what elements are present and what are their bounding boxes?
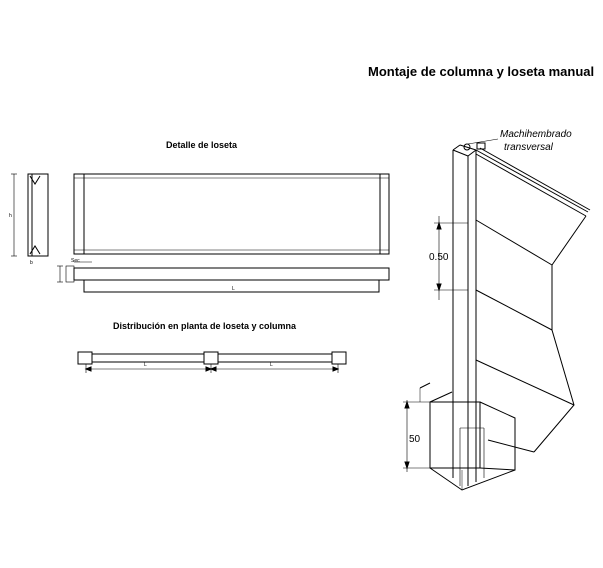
detail-title: Detalle de loseta — [166, 140, 238, 150]
main-title: Montaje de columna y loseta manual — [368, 64, 594, 79]
plan-distribution: L L — [77, 351, 347, 373]
spacing-dimension — [434, 216, 468, 300]
side-h-label: h — [9, 213, 12, 219]
span-label-1: L — [144, 362, 147, 368]
slab-side-section: h b — [9, 173, 49, 266]
span-label-2: L — [270, 362, 273, 368]
joint-label-line1: Machihembrado — [500, 129, 572, 140]
joint-label-line2: transversal — [504, 142, 554, 153]
slab-length-label: L — [232, 286, 235, 292]
isometric-assembly — [419, 138, 591, 491]
slab-plan-strip: Sec L — [57, 258, 390, 293]
spacing-label: 0.50 — [429, 252, 449, 263]
footing-depth-dimension — [403, 400, 430, 472]
footing-depth-label: 50 — [409, 434, 421, 445]
slab-front-view — [73, 173, 390, 255]
distribution-title: Distribución en planta de loseta y colum… — [113, 321, 297, 331]
side-b-label: b — [30, 260, 33, 266]
section-mark-label: Sec — [71, 258, 80, 264]
